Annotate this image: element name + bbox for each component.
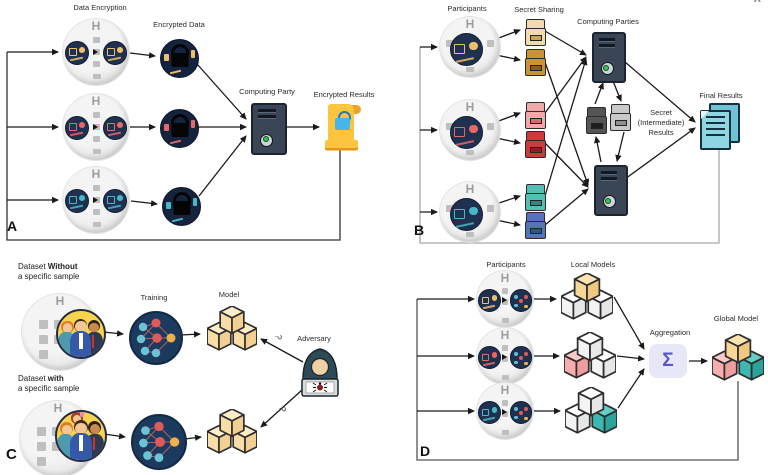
secret-share-icon bbox=[525, 49, 546, 76]
adversary-hacker-icon bbox=[301, 348, 339, 397]
training-label: Training bbox=[140, 293, 168, 302]
encrypted-results-label: Encrypted Results bbox=[313, 90, 375, 99]
panel-a-connectors bbox=[6, 48, 341, 241]
aggregation-label: Aggregation bbox=[649, 328, 691, 337]
intermediate-result-icon bbox=[610, 104, 631, 131]
training-network-icon bbox=[129, 311, 183, 365]
panel-a-data-encryption: Data Encryption Encrypted Data Computing… bbox=[0, 0, 384, 250]
panel-letter-d: D bbox=[420, 443, 431, 459]
robot-h-marking: H bbox=[91, 19, 101, 33]
aggregation-sigma-icon: Σ bbox=[649, 344, 687, 378]
robot-h-marking: H bbox=[465, 17, 475, 31]
secret-share-icon bbox=[525, 131, 546, 158]
model-cubes-icon bbox=[207, 306, 257, 351]
model-cubes-icon bbox=[207, 409, 257, 454]
secret-share-icon bbox=[525, 212, 546, 239]
robot-h-marking: H bbox=[465, 100, 475, 114]
robot-h-marking: H bbox=[53, 401, 63, 415]
dataset-without-label: Dataset Without a specific sample bbox=[18, 262, 80, 282]
intermediate-result-icon bbox=[586, 107, 607, 134]
secret-share-icon bbox=[525, 19, 546, 46]
local-model-cubes-icon bbox=[565, 387, 617, 434]
final-results-label: Final Results bbox=[699, 91, 743, 100]
local-model-cubes-icon bbox=[564, 332, 616, 379]
secret-sharing-label: Secret Sharing bbox=[514, 5, 564, 14]
participant-robot-icon: H bbox=[63, 167, 129, 233]
global-model-label: Global Model bbox=[713, 314, 759, 323]
participant-robot-icon: H bbox=[477, 328, 533, 384]
encrypted-data-lock-icon bbox=[160, 109, 199, 148]
participant-robot-icon: H bbox=[63, 94, 129, 160]
participant-robot-icon: H bbox=[440, 182, 500, 242]
data-encryption-label: Data Encryption bbox=[73, 3, 127, 12]
participant-robot-icon: H bbox=[477, 383, 533, 439]
participant-robot-icon: H bbox=[440, 100, 500, 160]
people-group-with-sample-icon bbox=[55, 410, 107, 462]
computing-parties-label: Computing Parties bbox=[577, 17, 639, 26]
encrypted-data-lock-icon bbox=[162, 187, 201, 226]
participant-robot-icon: H bbox=[63, 19, 129, 85]
robot-h-marking: H bbox=[500, 328, 510, 342]
robot-h-marking: H bbox=[500, 383, 510, 397]
panel-letter-c: C bbox=[6, 446, 17, 463]
corner-cropped-glyph: X bbox=[754, 0, 761, 5]
panel-d-federated-learning: Participants Local Models Aggregation Gl… bbox=[384, 250, 768, 475]
panel-b-connectors bbox=[419, 29, 720, 244]
sigma-symbol: Σ bbox=[662, 350, 674, 371]
final-results-docs-icon bbox=[700, 103, 740, 150]
robot-h-marking: H bbox=[55, 294, 65, 308]
model-label: Model bbox=[218, 290, 240, 299]
encrypted-data-lock-icon bbox=[160, 39, 199, 78]
adversary-label: Adversary bbox=[297, 334, 331, 343]
panel-c-connectors bbox=[102, 330, 304, 441]
local-model-cubes-icon bbox=[561, 273, 613, 320]
training-network-icon bbox=[131, 414, 187, 470]
participant-robot-icon: H bbox=[440, 17, 500, 77]
participant-robot-icon: H bbox=[477, 271, 533, 327]
participants-label: Participants bbox=[486, 260, 526, 269]
panel-c-adversary: Dataset Without a specific sample Datase… bbox=[0, 250, 384, 475]
panel-letter-a: A bbox=[7, 218, 18, 234]
participants-label: Participants bbox=[447, 4, 487, 13]
computing-party-server-icon bbox=[592, 32, 626, 83]
panel-b-secret-sharing: Participants Secret Sharing Computing Pa… bbox=[384, 0, 768, 250]
panel-d-connectors bbox=[416, 295, 739, 461]
computing-party-label: Computing Party bbox=[239, 87, 295, 96]
encrypted-data-label: Encrypted Data bbox=[153, 20, 205, 29]
people-group-icon bbox=[56, 309, 106, 359]
global-model-cubes-icon bbox=[712, 334, 764, 381]
panel-letter-b: B bbox=[414, 222, 425, 238]
intermediate-results-label: Secret (Intermediate) Results bbox=[637, 108, 685, 137]
dataset-with-label: Dataset with a specific sample bbox=[18, 374, 80, 394]
computing-party-server-icon bbox=[594, 165, 628, 216]
computing-party-server-icon bbox=[251, 103, 287, 155]
secret-share-icon bbox=[525, 102, 546, 129]
secret-share-icon bbox=[525, 184, 546, 211]
encrypted-results-scroll-icon bbox=[325, 104, 361, 148]
robot-h-marking: H bbox=[91, 94, 101, 108]
local-models-label: Local Models bbox=[570, 260, 616, 269]
robot-h-marking: H bbox=[500, 271, 510, 285]
robot-h-marking: H bbox=[91, 167, 101, 181]
robot-h-marking: H bbox=[465, 182, 475, 196]
